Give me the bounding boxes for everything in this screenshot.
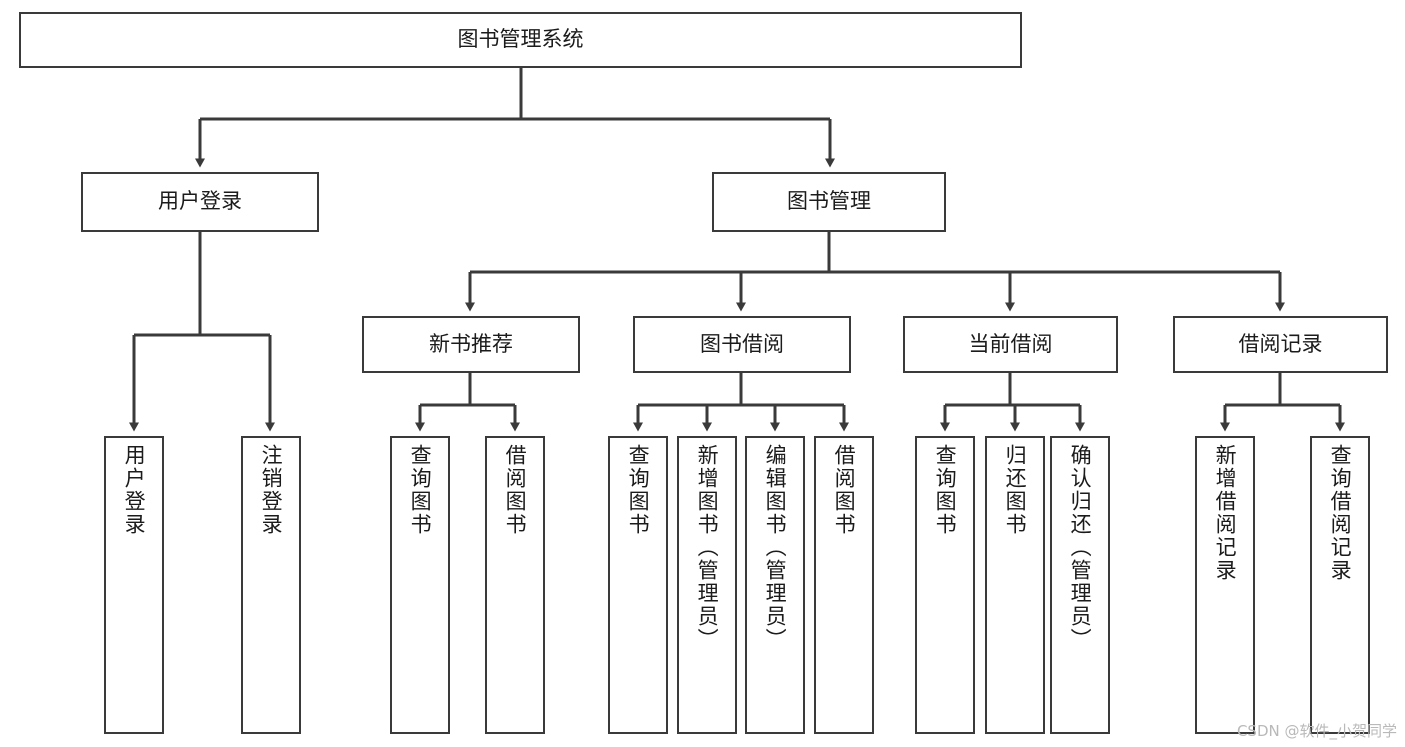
node-label: 新增借阅记录: [1213, 444, 1238, 582]
node-label: 编辑图书（管理员）: [763, 444, 788, 651]
leaf-new-book-query[interactable]: 查询图书: [390, 436, 450, 734]
node-current-borrow[interactable]: 当前借阅: [903, 316, 1118, 373]
node-label: 图书借阅: [700, 331, 784, 356]
node-label: 新增图书（管理员）: [695, 444, 720, 651]
node-label: 查询图书: [933, 444, 958, 536]
node-label: 确认归还（管理员）: [1068, 444, 1093, 651]
node-book-borrow[interactable]: 图书借阅: [633, 316, 851, 373]
node-label: 图书管理系统: [457, 27, 584, 52]
leaf-new-book-borrow[interactable]: 借阅图书: [485, 436, 545, 734]
node-root[interactable]: 图书管理系统: [19, 12, 1022, 68]
node-label: 借阅图书: [832, 444, 857, 536]
leaf-current-query-book[interactable]: 查询图书: [915, 436, 975, 734]
node-label: 图书管理: [787, 189, 871, 214]
node-label: 用户登录: [158, 189, 242, 214]
node-label: 归还图书: [1003, 444, 1028, 536]
node-label: 注销登录: [259, 444, 284, 536]
leaf-user-login-logout[interactable]: 注销登录: [241, 436, 301, 734]
watermark: CSDN @软件_小贺同学: [1236, 722, 1397, 740]
node-label: 查询借阅记录: [1328, 444, 1353, 582]
leaf-record-query-record[interactable]: 查询借阅记录: [1310, 436, 1370, 734]
node-user-login[interactable]: 用户登录: [81, 172, 319, 232]
node-label: 借阅记录: [1238, 331, 1323, 356]
leaf-borrow-edit-book-admin[interactable]: 编辑图书（管理员）: [745, 436, 805, 734]
leaf-user-login-login[interactable]: 用户登录: [104, 436, 164, 734]
node-label: 用户登录: [122, 444, 147, 536]
node-label: 新书推荐: [429, 331, 513, 356]
node-new-book-recommend[interactable]: 新书推荐: [362, 316, 580, 373]
node-book-management[interactable]: 图书管理: [712, 172, 946, 232]
node-borrow-record[interactable]: 借阅记录: [1173, 316, 1388, 373]
leaf-current-return-book[interactable]: 归还图书: [985, 436, 1045, 734]
leaf-borrow-query-book[interactable]: 查询图书: [608, 436, 668, 734]
node-label: 查询图书: [408, 444, 433, 536]
node-label: 当前借阅: [968, 331, 1053, 356]
node-label: 查询图书: [626, 444, 651, 536]
leaf-current-confirm-return-admin[interactable]: 确认归还（管理员）: [1050, 436, 1110, 734]
leaf-record-add-record[interactable]: 新增借阅记录: [1195, 436, 1255, 734]
node-label: 借阅图书: [503, 444, 528, 536]
leaf-borrow-add-book-admin[interactable]: 新增图书（管理员）: [677, 436, 737, 734]
leaf-borrow-borrow-book[interactable]: 借阅图书: [814, 436, 874, 734]
